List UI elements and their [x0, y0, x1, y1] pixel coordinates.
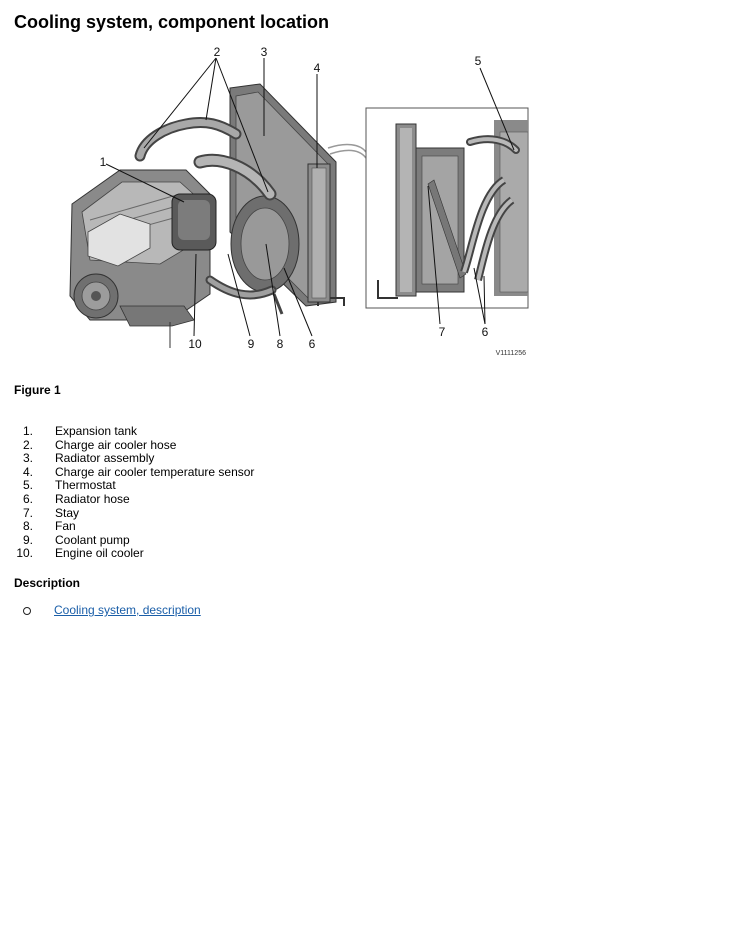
callout-8: 8	[277, 337, 284, 351]
callout-5: 5	[475, 54, 482, 68]
legend-label: Expansion tank	[55, 424, 138, 438]
legend-item: 4. Charge air cooler temperature sensor	[14, 464, 255, 480]
legend-number: 3.	[22, 451, 33, 466]
legend-number: 2.	[22, 437, 33, 452]
legend-number: 6.	[22, 491, 33, 506]
circle-bullet-icon	[23, 606, 31, 615]
legend-label: Radiator hose	[55, 491, 130, 506]
legend-number: 8.	[22, 519, 33, 534]
figure-caption: Figure 1	[14, 383, 61, 397]
inset-drawing	[365, 107, 529, 309]
image-code: V1111256	[496, 350, 526, 357]
callout-6: 6	[309, 337, 316, 351]
description-list: Cooling system, description	[14, 603, 201, 618]
description-heading: Description	[14, 576, 81, 590]
legend-number: 9.	[22, 532, 33, 547]
legend-number: 10.	[16, 546, 33, 561]
legend-item: 2. Charge air cooler hose	[14, 437, 254, 453]
callout-1: 1	[100, 155, 107, 169]
callout-9: 9	[248, 337, 255, 351]
legend-item: 7. Stay	[14, 505, 254, 521]
callout-7: 7	[439, 325, 446, 339]
legend-number: 5.	[22, 478, 33, 493]
callout-3: 3	[261, 45, 268, 59]
legend-item: 3. Radiator assembly	[14, 452, 254, 466]
legend-label: Thermostat	[55, 478, 116, 493]
legend-label: Radiator assembly	[55, 451, 155, 466]
engine-illustration: 2 3 4 1 10 9 8 6 5 7 6 V1111256	[69, 45, 529, 357]
callout-4: 4	[314, 61, 321, 75]
legend-number: 4.	[22, 464, 33, 479]
legend-item: 1. Expansion tank	[14, 424, 254, 439]
legend-number: 7.	[22, 505, 33, 520]
legend-item: 10. Engine oil cooler	[14, 547, 254, 561]
legend-item: 9. Coolant pump	[14, 532, 254, 548]
legend-item: 8. Fan	[14, 520, 254, 534]
callout-6-inset: 6	[482, 325, 489, 339]
legend-label: Coolant pump	[55, 532, 130, 547]
legend-item: 6. Radiator hose	[14, 491, 254, 507]
leader-lines	[105, 57, 515, 337]
legend-label: Engine oil cooler	[55, 546, 144, 561]
engine-drawing	[69, 83, 367, 348]
legend-label: Stay	[55, 505, 80, 520]
component-legend: 1. Expansion tank 2. Charge air cooler h…	[14, 424, 255, 561]
callout-10: 10	[188, 337, 202, 351]
component-location-figure: 2 3 4 1 10 9 8 6 5 7 6 V1111256	[60, 44, 535, 362]
legend-label: Charge air cooler hose	[55, 437, 177, 452]
cooling-system-description-link[interactable]: Cooling system, description	[54, 603, 201, 617]
list-item: Cooling system, description	[14, 603, 201, 618]
legend-item: 5. Thermostat	[14, 479, 254, 493]
legend-label: Charge air cooler temperature sensor	[55, 464, 255, 479]
page-title: Cooling system, component location	[14, 12, 330, 32]
legend-label: Fan	[55, 519, 76, 534]
legend-number: 1.	[22, 424, 33, 438]
callout-2: 2	[214, 45, 221, 59]
